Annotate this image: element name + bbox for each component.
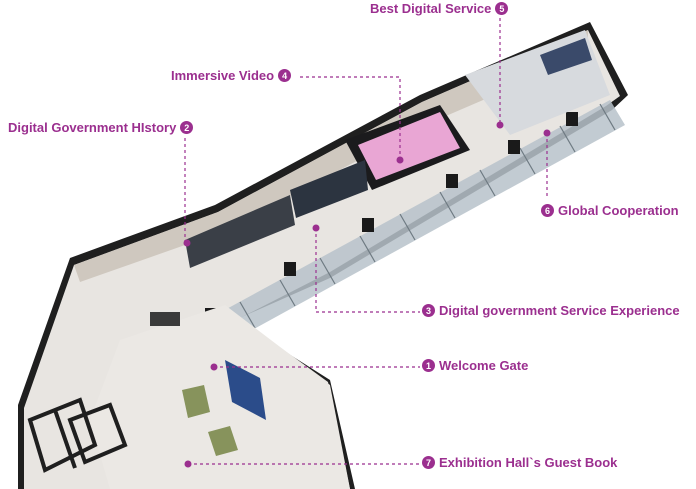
zone-label-1: 1 Welcome Gate: [422, 358, 528, 373]
zone-badge-3: 3: [422, 304, 435, 317]
anchor-dot-7: [184, 460, 192, 468]
anchor-dots: [183, 121, 551, 468]
zone-title-1: Welcome Gate: [439, 358, 529, 373]
zone-label-4: Immersive Video 4: [171, 68, 292, 83]
history-display-wall: [185, 195, 295, 268]
zone-label-6: 6 Global Cooperation: [541, 203, 679, 218]
zone-badge-6: 6: [541, 204, 554, 217]
anchor-dot-1: [210, 363, 218, 371]
anchor-dot-6: [543, 129, 551, 137]
zone-title-7: Exhibition Hall`s Guest Book: [439, 455, 618, 470]
service-display: [290, 160, 368, 218]
zone-label-5: Best Digital Service 5: [370, 1, 509, 16]
anchor-dot-5: [496, 121, 504, 129]
glass-facade: [210, 100, 625, 345]
immersive-screen: [358, 112, 460, 180]
zone-badge-4: 4: [278, 69, 292, 82]
anchor-dot-4: [396, 156, 404, 164]
zone-label-3: 3 Digital government Service Experience: [422, 303, 680, 318]
planter-1: [182, 385, 210, 418]
zone-title-3: Digital government Service Experience: [439, 303, 680, 318]
planter-2: [208, 426, 238, 456]
back-wall: [74, 30, 588, 282]
entrance-bench: [150, 312, 180, 326]
anchor-dot-2: [183, 239, 191, 247]
leader-lines: [184, 18, 548, 465]
zone-label-2: Digital Government HIstory 2: [8, 120, 194, 135]
best-service-screen: [540, 38, 592, 75]
facade-mullions: [239, 103, 616, 329]
zone-badge-5: 5: [495, 2, 509, 15]
welcome-display: [225, 360, 266, 420]
zone-title-5: Best Digital Service: [370, 1, 492, 16]
storage-rooms: [27, 397, 128, 473]
zone-title-2: Digital Government HIstory: [8, 120, 177, 135]
zone-badge-2: 2: [180, 121, 194, 134]
zone-badge-7: 7: [422, 456, 435, 469]
zone-title-4: Immersive Video: [171, 68, 275, 83]
anchor-dot-3: [312, 224, 320, 232]
lobby-floor: [90, 305, 350, 489]
zone-badge-1: 1: [422, 359, 435, 372]
zone-label-7: 7 Exhibition Hall`s Guest Book: [422, 455, 617, 470]
leader-line-3: [315, 228, 420, 313]
zone-title-6: Global Cooperation: [558, 203, 679, 218]
